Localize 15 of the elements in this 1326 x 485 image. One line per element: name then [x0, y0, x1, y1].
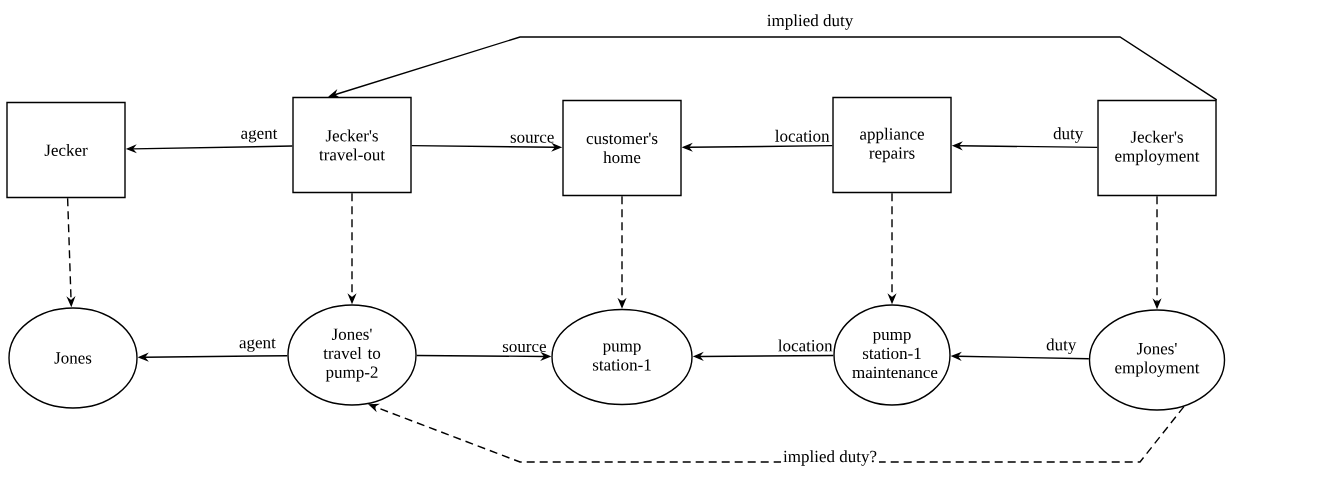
- edge-label: implied duty: [764, 12, 856, 32]
- edge-label: source: [502, 343, 546, 353]
- process-box: Jecker's travel-out: [292, 96, 412, 194]
- process-box: Jecker: [6, 101, 126, 199]
- edge-label: implied duty?: [781, 448, 879, 468]
- edge-label: location: [778, 339, 833, 352]
- edge-label: source: [510, 134, 554, 143]
- edge-label: agent: [241, 129, 278, 143]
- process-box: customer's home: [562, 99, 682, 197]
- process-box: appliance repairs: [832, 96, 952, 194]
- edge-label: duty: [1053, 127, 1084, 143]
- process-box: Jecker's employment: [1097, 99, 1217, 197]
- edge-label: location: [775, 129, 830, 142]
- edge-label: agent: [239, 338, 276, 352]
- edge-label: duty: [1046, 338, 1077, 354]
